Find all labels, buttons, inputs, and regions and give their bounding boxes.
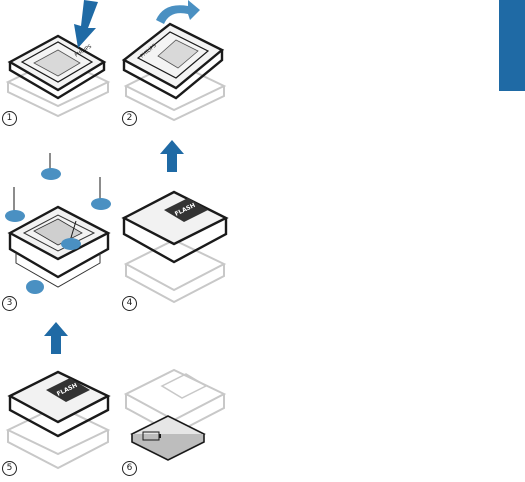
screw-icon [4,209,26,223]
battery-icon [142,430,162,442]
step-number-1: 1 [2,111,17,126]
step-4-illustration: FLASH 4 [112,140,242,315]
arrow-up-icon [44,322,68,354]
step-6-illustration: 6 [112,340,242,478]
step-5-illustration: FLASH 5 [0,322,118,478]
device-battery-removed-drawing [112,340,242,478]
step-1-illustration: PHILIPS 1 [0,0,118,130]
device-lid-closed-drawing: PHILIPS [0,0,118,130]
step-number-2: 2 [122,111,137,126]
section-tab [499,0,525,91]
step-number-6: 6 [122,461,137,476]
screw-icon [60,237,82,251]
screw-icon [24,279,46,295]
step-number-5: 5 [2,461,17,476]
step-number-3: 3 [2,296,17,311]
step-number-4: 4 [122,296,137,311]
step-3-illustration: 3 [0,145,118,315]
arrow-down-icon [64,0,100,50]
curved-arrow-icon [152,0,202,26]
screw-icon [40,167,62,181]
step-2-illustration: PHILIPS 2 [112,0,242,130]
arrow-up-icon [160,140,184,172]
screw-icon [90,197,112,211]
